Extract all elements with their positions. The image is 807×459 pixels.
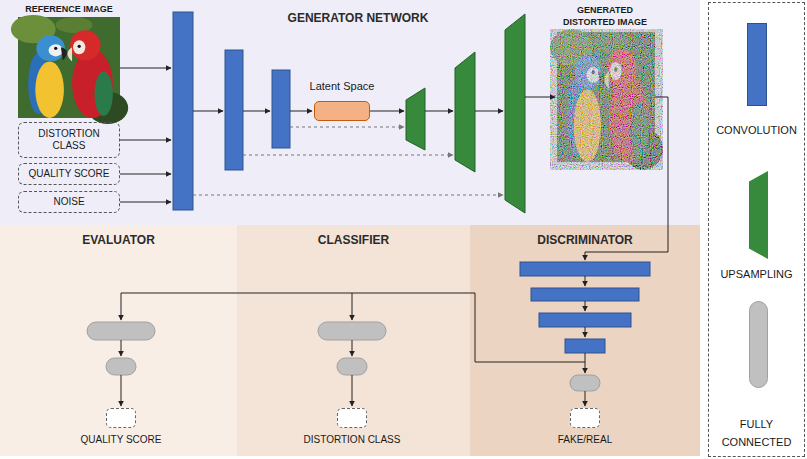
output-box: FAKE/REAL <box>523 408 647 446</box>
flow-arrow <box>425 111 453 112</box>
generator-upsampling <box>406 14 525 213</box>
convolution-block <box>173 12 193 210</box>
image-label: GENERATED DISTORTED IMAGE <box>559 4 651 28</box>
convolution-block <box>531 288 639 301</box>
flow-arrow <box>193 111 223 112</box>
output-placeholder <box>106 408 136 428</box>
image-label: REFERENCE IMAGE <box>18 3 120 15</box>
legend-label: CONVOLUTION <box>708 121 805 139</box>
flow-arrow <box>121 375 122 406</box>
flow-arrow <box>352 340 353 356</box>
convolution-block <box>272 70 290 148</box>
convolution-block <box>539 313 631 327</box>
image-caption: GENERATED DISTORTED IMAGE <box>559 4 651 28</box>
legend-panel: CONVOLUTION UPSAMPLING FULLY CONNECTED <box>708 2 805 457</box>
flow-arrow <box>290 111 312 112</box>
flow-arrow <box>120 174 171 175</box>
flow-arrow <box>120 140 171 141</box>
flow-arrow <box>352 375 353 406</box>
input-box: NOISE <box>18 191 120 213</box>
flow-arrow <box>243 111 270 112</box>
band-title: GENERATOR NETWORK <box>210 11 506 25</box>
output-placeholder <box>570 408 600 428</box>
skip-arrow <box>193 195 503 196</box>
legend-swatch <box>747 23 767 106</box>
node-label: QUALITY SCORE <box>29 168 110 180</box>
node-label: FAKE/REAL <box>523 434 647 446</box>
image-caption: REFERENCE IMAGE <box>18 3 120 15</box>
legend-swatch <box>749 301 768 388</box>
fully-connected-pill <box>87 322 155 340</box>
latent-space-box: Latent Space <box>300 80 384 121</box>
discriminator-convolutions <box>520 262 650 353</box>
skip-connections <box>193 127 503 195</box>
flow-arrow <box>120 68 171 69</box>
flow-arrows <box>120 68 668 406</box>
input-box: QUALITY SCORE <box>18 163 120 185</box>
fully-connected-pill <box>337 358 367 375</box>
output-placeholder <box>337 408 367 428</box>
skip-arrow <box>290 127 404 128</box>
feature-arrow <box>352 293 353 320</box>
convolution-block <box>225 50 243 170</box>
band-title: EVALUATOR <box>0 233 237 247</box>
feature-arrow <box>121 293 585 362</box>
input-box: DISTORTION CLASS <box>18 122 120 158</box>
flow-arrow <box>585 353 586 373</box>
skip-arrow <box>243 155 453 156</box>
flow-arrow <box>475 111 503 112</box>
flow-arrow <box>585 276 586 286</box>
legend-label: FULLY CONNECTED <box>717 415 797 451</box>
fully-connected-pill <box>318 322 386 340</box>
node-label: NOISE <box>53 196 84 208</box>
upsampling-block <box>406 88 425 150</box>
convolution-block <box>565 339 605 353</box>
flow-arrow <box>585 327 586 337</box>
output-box: QUALITY SCORE <box>59 408 183 446</box>
upsampling-block <box>455 52 475 172</box>
upsampling-block <box>505 14 525 213</box>
fully-connected-pill <box>106 358 136 375</box>
node-label: QUALITY SCORE <box>59 434 183 446</box>
output-box: DISTORTION CLASS <box>290 408 414 446</box>
flow-arrow <box>120 202 171 203</box>
convolution-block <box>520 262 650 276</box>
fully-connected-pill <box>570 375 600 391</box>
flow-arrow <box>585 391 586 406</box>
flow-arrow <box>370 111 404 112</box>
band-title: CLASSIFIER <box>237 233 470 247</box>
noisy-parrot-picture <box>550 29 663 169</box>
legend-label: UPSAMPLING <box>708 265 805 283</box>
fully-connected-layers <box>87 322 600 391</box>
node-label: DISTORTION CLASS <box>33 128 105 152</box>
node-label: DISTORTION CLASS <box>290 434 414 446</box>
generator-convolutions <box>173 12 290 210</box>
node-label: Latent Space <box>300 80 384 93</box>
legend-swatch <box>749 171 768 259</box>
flow-arrow <box>585 301 586 311</box>
flow-arrow <box>585 97 668 260</box>
latent-block <box>314 101 370 121</box>
flow-arrow <box>121 340 122 356</box>
band-title: DISCRIMINATOR <box>470 233 700 247</box>
generated-image <box>550 29 663 169</box>
parrot-picture <box>11 15 128 124</box>
flow-arrow <box>525 97 555 98</box>
reference-image <box>11 15 128 124</box>
